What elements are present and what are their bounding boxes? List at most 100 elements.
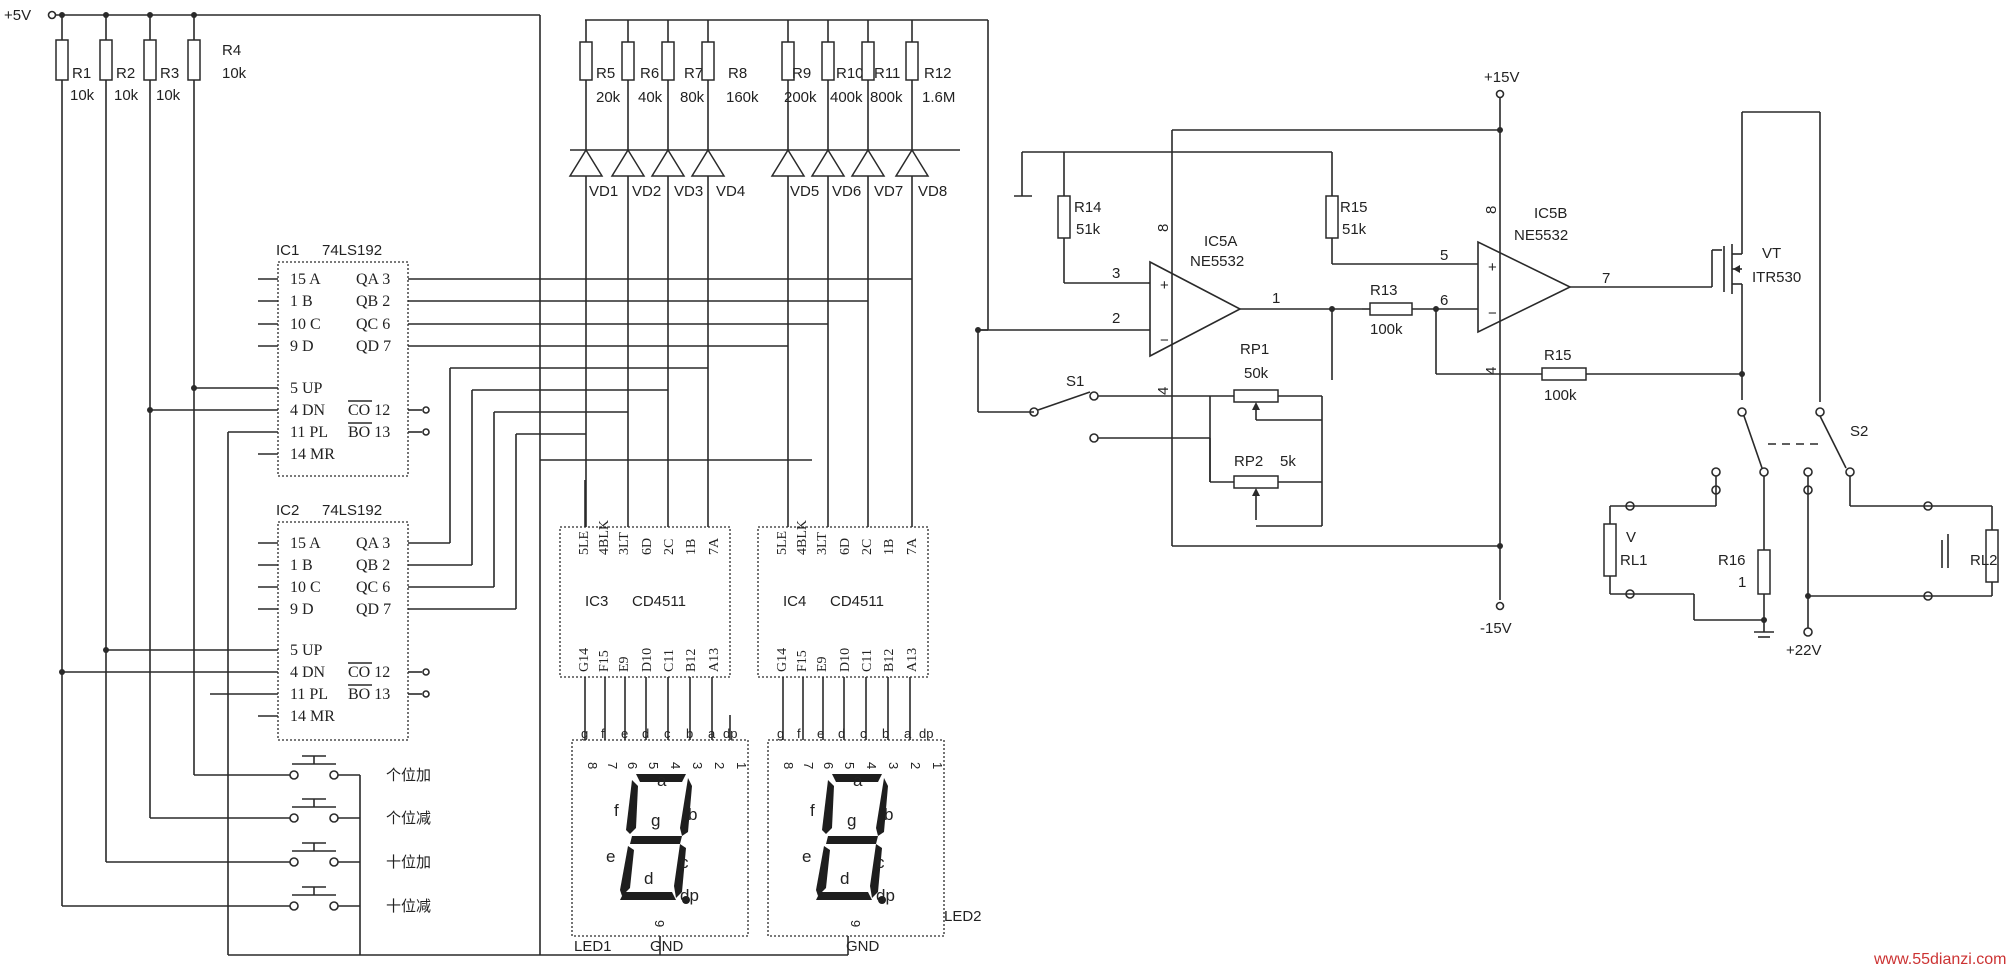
pot-rp2-name: RP2 <box>1234 453 1263 470</box>
ic5b-pin-minus: 6 <box>1440 292 1448 309</box>
resistor-r5-name: R5 <box>596 65 615 82</box>
diode-resistor-ladder: R5 20k R6 40k R7 80k R8 160k R9 200k R10… <box>568 19 989 330</box>
led2-pin-a: a <box>904 726 912 741</box>
diode-vd4-label: VD4 <box>716 183 745 200</box>
ic2-pin-qb: QB 2 <box>356 557 390 574</box>
ic1-pin-qd: QD 7 <box>356 338 391 355</box>
ic5a-pin-minus: 2 <box>1112 310 1120 327</box>
ic5a-pin-plus: 3 <box>1112 265 1120 282</box>
button-tens-up-label: 十位加 <box>386 854 431 871</box>
resistor-r12-value: 1.6M <box>922 89 955 106</box>
ic5a-minus-sign: − <box>1160 332 1169 349</box>
button-ones-up[interactable]: 个位加 <box>194 755 431 955</box>
decoder-ic4: 5LE 4BLK 3LT 6D 2C 1B 7A IC4 CD4511 G14 … <box>757 520 929 740</box>
decoder-ic4-top-pins: 5LE 4BLK 3LT 6D 2C 1B 7A <box>775 520 920 555</box>
ic5b-minus-sign: − <box>1488 305 1497 322</box>
ic1-pin-up: 5 UP <box>290 380 323 397</box>
ic3-pin-b: 1B <box>684 539 699 555</box>
resistor-r10-name: R10 <box>836 65 864 82</box>
ic1-pin-qc: QC 6 <box>356 316 390 333</box>
decoder-ic3-name: IC3 <box>585 593 608 610</box>
led1-pin-4: 4 <box>668 762 683 769</box>
led2-seg-dp: dp <box>876 886 895 905</box>
resistor-r14: R14 51k <box>1057 152 1148 284</box>
diode-vd8: VD8 <box>894 80 947 240</box>
diode-vd4: VD4 <box>690 80 745 240</box>
vcc5-label: +5V <box>4 7 31 24</box>
diode-vd7: VD7 <box>850 80 903 240</box>
ic1-pin-co: CO 12 <box>348 402 390 419</box>
resistor-r1-value: 10k <box>70 87 95 104</box>
decoder-ic4-part: CD4511 <box>830 593 884 610</box>
led1-pin-3: 3 <box>690 762 705 769</box>
resistor-r15b-value: 100k <box>1544 387 1577 404</box>
led1-pin-8: 8 <box>585 762 600 769</box>
counter-ic2-left-pins: 15 A 1 B 10 C 9 D 5 UP 4 DN 11 PL 14 MR <box>290 535 335 725</box>
resistor-r1-name: R1 <box>72 65 91 82</box>
resistor-r15-value: 51k <box>1342 221 1367 238</box>
pot-rp1[interactable]: RP1 50k <box>1210 341 1323 452</box>
ic2-pin-co: CO 12 <box>348 664 390 681</box>
counter-ic1-name: IC1 <box>276 242 299 259</box>
resistor-r7: R7 80k <box>661 20 705 106</box>
ic2-pin-up: 5 UP <box>290 642 323 659</box>
resistor-r10: R10 400k <box>821 20 864 106</box>
resistor-r14-name: R14 <box>1074 199 1102 216</box>
ic3-pin-a: 7A <box>707 537 722 555</box>
ic3-pin-bb: B12 <box>684 649 699 672</box>
resistor-r13-name: R13 <box>1370 282 1398 299</box>
button-ones-up-label: 个位加 <box>386 767 431 784</box>
pot-rp2[interactable]: RP2 5k <box>1210 452 1323 527</box>
load-rl1-name: RL1 <box>1620 552 1648 569</box>
ic2-pin-mr: 14 MR <box>290 708 335 725</box>
ic2-pin-c: 10 C <box>290 579 321 596</box>
resistor-r8-name: R8 <box>728 65 747 82</box>
ic4-pin-bb: B12 <box>882 649 897 672</box>
resistor-r6: R6 40k <box>621 20 663 106</box>
button-tens-up[interactable]: 十位加 <box>106 842 431 871</box>
ic5a-name: IC5A <box>1204 233 1237 250</box>
led2-pin-4: 4 <box>864 762 879 769</box>
ic1-pin-mr: 14 MR <box>290 446 335 463</box>
ic4-pin-le: 5LE <box>775 531 790 555</box>
resistor-r16-name: R16 <box>1718 552 1746 569</box>
resistor-r7-value: 80k <box>680 89 705 106</box>
led2-pin-dp: dp <box>919 726 933 741</box>
ground-rail <box>228 936 849 956</box>
led2-digit <box>816 774 888 904</box>
resistor-r11-name: R11 <box>874 65 900 82</box>
led2-pin-3: 3 <box>886 762 901 769</box>
ic2-pin-dn: 4 DN <box>290 664 326 681</box>
ic3-pin-lt: 3LT <box>617 532 632 555</box>
diode-vd5: VD5 <box>770 80 819 240</box>
button-ones-down[interactable]: 个位减 <box>150 798 431 827</box>
analog-section: +15V -15V R14 51k R15 51k <box>975 69 2007 968</box>
led1-seg-g: g <box>651 811 660 830</box>
led2-pin-6: 6 <box>821 762 836 769</box>
pot-rp2-value: 5k <box>1280 453 1296 470</box>
led2-pin-numbers: 8 7 6 5 4 3 2 1 <box>781 762 945 769</box>
button-tens-down[interactable]: 十位减 <box>62 886 431 915</box>
resistor-r9: R9 200k <box>781 20 817 106</box>
ic4-pin-blk: 4BLK <box>795 520 810 555</box>
switch-s1[interactable]: S1 <box>1029 373 1099 443</box>
ic4-pin-aa: A13 <box>905 648 920 672</box>
decoder-ic3: 5LE 4BLK 3LT 6D 2C 1B 7A IC3 CD4511 G14 … <box>559 520 731 740</box>
ic4-pin-c: 2C <box>860 539 875 555</box>
led1-segment-labels: a b c d e f g dp <box>606 771 699 905</box>
ic3-pin-c: 2C <box>662 539 677 555</box>
ic2-pin-qd: QD 7 <box>356 601 391 618</box>
diode-vd3: VD3 <box>650 80 703 240</box>
ic3-pin-dd: D10 <box>640 648 655 672</box>
resistor-r5-value: 20k <box>596 89 621 106</box>
ic1-pin-dn: 4 DN <box>290 402 326 419</box>
led2-seg-a: a <box>853 771 863 790</box>
resistor-r11: R11 800k <box>861 20 903 106</box>
load-rl2-name: RL2 <box>1970 552 1998 569</box>
resistor-r10-value: 400k <box>830 89 863 106</box>
switch-s2[interactable]: S2 <box>1711 407 1868 477</box>
resistor-r3-name: R3 <box>160 65 179 82</box>
diode-vd2: VD2 <box>610 80 661 240</box>
ic3-pin-aa: A13 <box>707 648 722 672</box>
diode-vd8-label: VD8 <box>918 183 947 200</box>
